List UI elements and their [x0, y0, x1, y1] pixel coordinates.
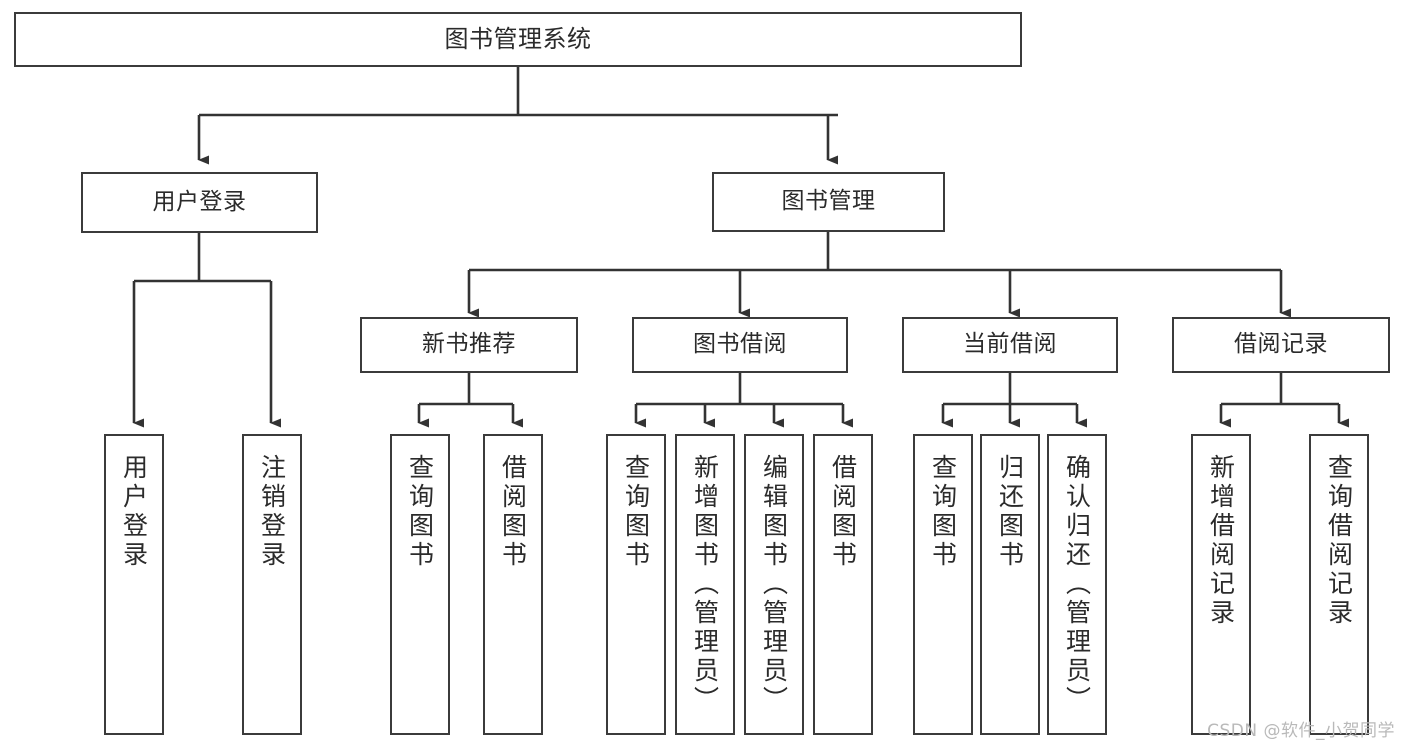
node-leaf-borrow-book-2[interactable]: 借阅图书 [813, 434, 873, 735]
node-leaf-borrow-book-1[interactable]: 借阅图书 [483, 434, 543, 735]
node-leaf-confirm-return-label: 确认归还（管理员） [1062, 454, 1092, 715]
node-new-book-rec-label: 新书推荐 [422, 331, 516, 358]
node-leaf-user-login-label: 用户登录 [119, 454, 149, 570]
node-current-borrow-label: 当前借阅 [963, 331, 1057, 358]
node-leaf-add-book[interactable]: 新增图书（管理员） [675, 434, 735, 735]
node-leaf-query-book-3-label: 查询图书 [928, 454, 958, 570]
node-user-login-label: 用户登录 [152, 188, 247, 215]
node-leaf-return-book-label: 归还图书 [995, 454, 1025, 570]
node-leaf-query-book-1-label: 查询图书 [405, 454, 435, 570]
node-leaf-add-record-label: 新增借阅记录 [1206, 454, 1236, 628]
node-leaf-add-book-label: 新增图书（管理员） [690, 454, 720, 715]
node-leaf-query-book-1[interactable]: 查询图书 [390, 434, 450, 735]
node-book-manage-label: 图书管理 [781, 188, 876, 215]
node-leaf-return-book[interactable]: 归还图书 [980, 434, 1040, 735]
node-leaf-edit-book-label: 编辑图书（管理员） [759, 454, 789, 715]
node-leaf-edit-book[interactable]: 编辑图书（管理员） [744, 434, 804, 735]
node-root-label: 图书管理系统 [444, 25, 592, 54]
node-leaf-query-book-2[interactable]: 查询图书 [606, 434, 666, 735]
node-leaf-confirm-return[interactable]: 确认归还（管理员） [1047, 434, 1107, 735]
node-root[interactable]: 图书管理系统 [14, 12, 1022, 67]
node-leaf-query-book-2-label: 查询图书 [621, 454, 651, 570]
node-book-borrow-label: 图书借阅 [693, 331, 787, 358]
node-leaf-add-record[interactable]: 新增借阅记录 [1191, 434, 1251, 735]
node-user-login[interactable]: 用户登录 [81, 172, 318, 233]
node-borrow-record[interactable]: 借阅记录 [1172, 317, 1390, 373]
node-new-book-rec[interactable]: 新书推荐 [360, 317, 578, 373]
node-leaf-query-book-3[interactable]: 查询图书 [913, 434, 973, 735]
csdn-watermark: CSDN @软件_小贺同学 [1207, 721, 1395, 741]
node-book-manage[interactable]: 图书管理 [712, 172, 945, 232]
node-leaf-query-record[interactable]: 查询借阅记录 [1309, 434, 1369, 735]
node-leaf-borrow-book-1-label: 借阅图书 [498, 454, 528, 570]
node-leaf-user-logout-label: 注销登录 [257, 454, 287, 570]
node-leaf-user-logout[interactable]: 注销登录 [242, 434, 302, 735]
node-leaf-query-record-label: 查询借阅记录 [1324, 454, 1354, 628]
node-leaf-borrow-book-2-label: 借阅图书 [828, 454, 858, 570]
node-borrow-record-label: 借阅记录 [1234, 331, 1328, 358]
node-current-borrow[interactable]: 当前借阅 [902, 317, 1118, 373]
node-book-borrow[interactable]: 图书借阅 [632, 317, 848, 373]
node-leaf-user-login[interactable]: 用户登录 [104, 434, 164, 735]
